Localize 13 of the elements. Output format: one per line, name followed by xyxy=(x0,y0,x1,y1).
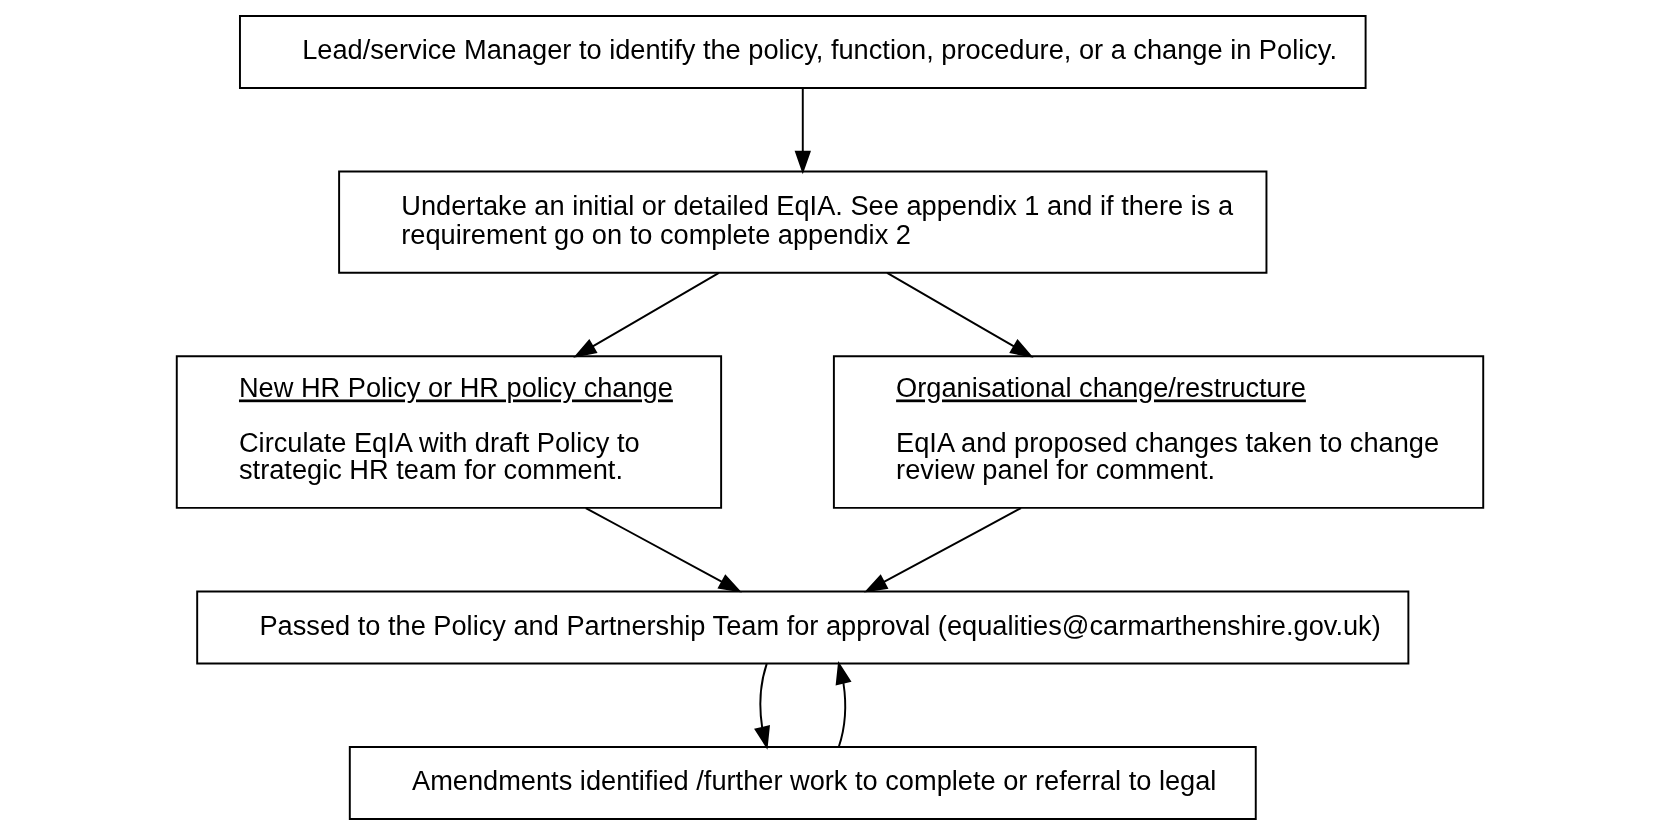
node-box: New HR Policy or HR policy change Circulate EqIA with draft Policy to strategic HR team for comment. xyxy=(175,355,722,509)
node-box: Amendments identified /further work to complete or referral to legal xyxy=(348,746,1257,820)
arrow xyxy=(835,660,852,748)
arrow xyxy=(753,662,770,750)
arrow xyxy=(863,507,1022,593)
arrow xyxy=(885,271,1034,358)
arrow xyxy=(584,507,742,593)
node-box: Undertake an initial or detailed EqIA. See appendix 1 and if there is a requirement go on to complete appendix 2 xyxy=(337,170,1267,274)
node-box: Organisational change/restructure EqIA and proposed changes taken to change review panel for comment. xyxy=(832,355,1484,509)
node-box: Lead/service Manager to identify the policy, function, procedure, or a change in Policy. xyxy=(238,15,1367,89)
node-box: Passed to the Policy and Partnership Team for approval (equalities@carmarthenshire.gov.uk) xyxy=(195,590,1409,665)
arrow xyxy=(794,87,811,175)
arrow xyxy=(572,271,720,358)
